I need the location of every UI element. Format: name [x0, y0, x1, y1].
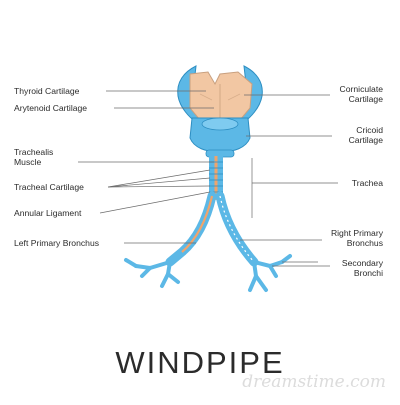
- label-arytenoid-cartilage: Arytenoid Cartilage: [14, 103, 88, 113]
- right-primary-bronchus: [215, 191, 259, 267]
- leader-lines: [78, 90, 338, 267]
- left-primary-bronchus: [165, 191, 217, 267]
- trachea: [209, 156, 223, 200]
- watermark: dreamstime.com: [242, 372, 386, 392]
- label-trachealis-muscle-line1: Trachealis: [14, 147, 54, 157]
- label-corniculate-cartilage-line2: Cartilage: [348, 94, 383, 104]
- label-corniculate-cartilage-line1: Corniculate: [339, 84, 383, 94]
- label-trachealis-muscle-line2: Muscle: [14, 157, 42, 167]
- label-tracheal-cartilage: Tracheal Cartilage: [14, 182, 84, 192]
- label-right-primary-bronchus-line2: Bronchus: [346, 238, 383, 248]
- label-right-primary-bronchus-line1: Right Primary: [330, 228, 383, 238]
- label-secondary-bronchi-line1: Secondary: [341, 258, 383, 268]
- label-cricoid-cartilage-line2: Cartilage: [348, 135, 383, 145]
- label-secondary-bronchi-line2: Bronchi: [353, 268, 383, 278]
- label-left-primary-bronchus: Left Primary Bronchus: [14, 238, 100, 248]
- label-trachea: Trachea: [351, 178, 383, 188]
- thyroid-cartilage: [189, 71, 253, 121]
- label-thyroid-cartilage: Thyroid Cartilage: [14, 86, 80, 96]
- label-cricoid-cartilage-line1: Cricoid: [356, 125, 383, 135]
- label-annular-ligament: Annular Ligament: [14, 208, 82, 218]
- diagram-title: WINDPIPE: [115, 345, 285, 380]
- bronchi: [124, 191, 292, 292]
- larynx: [177, 65, 263, 158]
